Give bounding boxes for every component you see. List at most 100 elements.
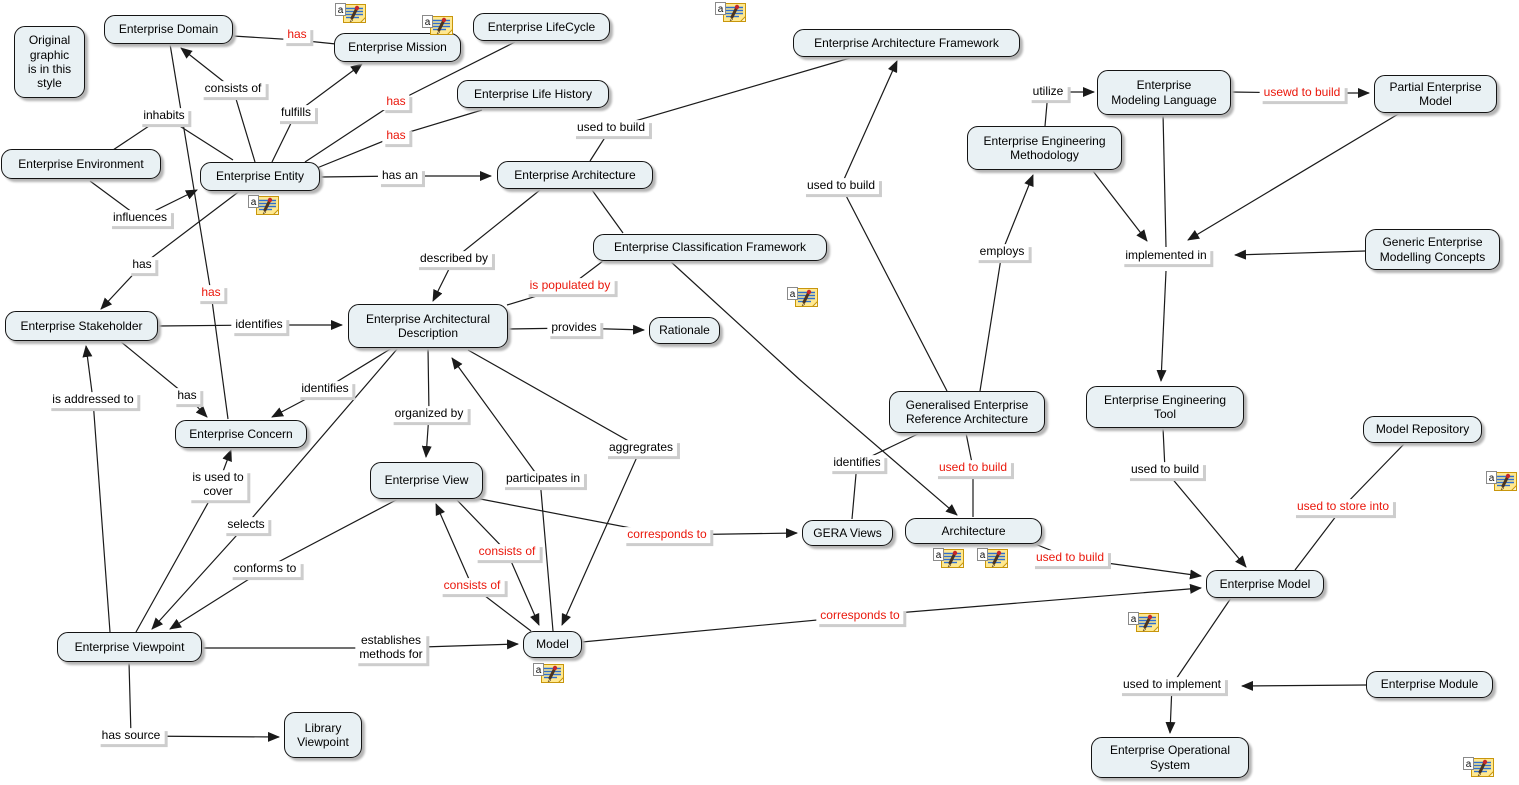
link-label-has-concern-red[interactable]: has — [197, 285, 225, 301]
link-label-used-to-store-into[interactable]: used to store into — [1292, 499, 1394, 515]
link-label-participates-in[interactable]: participates in — [501, 471, 585, 487]
annotation-note-icon[interactable]: a — [787, 287, 818, 308]
link-label-has-life-history[interactable]: has — [382, 128, 410, 144]
link-label-corresponds-to-em[interactable]: corresponds to — [816, 608, 904, 624]
link-partial-model-implemented-in — [1187, 112, 1401, 241]
link-label-is-used-to-cover[interactable]: is used to cover — [188, 470, 248, 500]
annotation-note-icon[interactable]: a — [335, 3, 366, 24]
node-enterprise-lifecycle[interactable]: Enterprise LifeCycle — [473, 13, 610, 41]
link-label-utilize[interactable]: utilize — [1028, 84, 1068, 100]
link-label-organized-by[interactable]: organized by — [390, 406, 468, 422]
link-label-consists-of-model[interactable]: consists of — [474, 544, 540, 560]
node-enterprise-operational-system[interactable]: Enterprise Operational System — [1091, 737, 1249, 778]
annotation-note-icon[interactable]: a — [422, 15, 453, 36]
link-label-has-concern[interactable]: has — [173, 388, 201, 404]
node-model-repository[interactable]: Model Repository — [1363, 416, 1482, 443]
annotation-note-icon[interactable]: a — [933, 548, 964, 569]
annotation-note-icon[interactable]: a — [977, 548, 1008, 569]
node-enterprise-entity[interactable]: Enterprise Entity — [200, 162, 320, 191]
link-label-used-to-build-eaf[interactable]: used to build — [572, 120, 650, 136]
link-label-employs[interactable]: employs — [975, 244, 1029, 260]
node-library-viewpoint[interactable]: Library Viewpoint — [284, 712, 362, 758]
link-label-selects[interactable]: selects — [223, 517, 269, 533]
link-label-establishes-methods-for[interactable]: establishes methods for — [355, 633, 427, 663]
link-implemented-in-engineering-tool — [1156, 270, 1167, 382]
svg-text:a: a — [338, 5, 344, 16]
node-enterprise-engineering-methodology[interactable]: Enterprise Engineering Methodology — [967, 126, 1122, 170]
node-enterprise-environment[interactable]: Enterprise Environment — [1, 149, 161, 179]
node-partial-enterprise-model[interactable]: Partial Enterprise Model — [1374, 75, 1497, 113]
link-label-used-to-build-em-red[interactable]: used to build — [1031, 550, 1109, 566]
node-enterprise-life-history[interactable]: Enterprise Life History — [457, 80, 609, 108]
svg-text:a: a — [718, 4, 724, 15]
svg-text:a: a — [790, 289, 796, 300]
svg-text:a: a — [536, 665, 542, 676]
link-label-implemented-in[interactable]: implemented in — [1121, 248, 1211, 264]
svg-text:a: a — [980, 550, 986, 561]
node-enterprise-model[interactable]: Enterprise Model — [1206, 570, 1324, 598]
link-methodology-implemented-in — [1092, 170, 1148, 242]
node-generic-enterprise-modelling-concepts[interactable]: Generic Enterprise Modelling Concepts — [1365, 229, 1500, 270]
node-enterprise-architecture-framework[interactable]: Enterprise Architecture Framework — [793, 29, 1020, 57]
node-generalised-enterprise-reference-architecture[interactable]: Generalised Enterprise Reference Archite… — [889, 391, 1045, 433]
node-enterprise-stakeholder[interactable]: Enterprise Stakeholder — [5, 311, 158, 341]
link-label-used-to-build-eaf-2[interactable]: used to build — [802, 178, 880, 194]
link-engineering-tool-used-to-build-model — [1162, 427, 1247, 568]
link-label-fulfills[interactable]: fulfills — [276, 105, 316, 121]
link-label-identifies-concern[interactable]: identifies — [297, 381, 353, 397]
link-label-influences[interactable]: influences — [108, 210, 172, 226]
node-enterprise-module[interactable]: Enterprise Module — [1366, 671, 1493, 698]
link-viewpoint-is-addressed-to-stakeholder — [82, 345, 111, 633]
node-enterprise-mission[interactable]: Enterprise Mission — [334, 33, 461, 62]
node-model[interactable]: Model — [523, 631, 582, 658]
link-label-inhabits[interactable]: inhabits — [139, 108, 189, 124]
link-label-is-populated-by[interactable]: is populated by — [525, 278, 615, 294]
link-domain-has-concern — [169, 43, 229, 420]
annotation-note-icon[interactable]: a — [1486, 471, 1517, 492]
svg-text:a: a — [1131, 614, 1137, 625]
link-label-corresponds-to-gera-views[interactable]: corresponds to — [623, 527, 711, 543]
node-architecture[interactable]: Architecture — [905, 518, 1042, 544]
node-enterprise-architecture[interactable]: Enterprise Architecture — [497, 161, 653, 189]
link-label-usewd-to-build[interactable]: usewd to build — [1259, 85, 1345, 101]
link-modeling-language-implemented-in — [1162, 112, 1167, 248]
link-label-used-to-build-em[interactable]: used to build — [1126, 462, 1204, 478]
node-enterprise-domain[interactable]: Enterprise Domain — [104, 15, 233, 44]
link-label-has-source[interactable]: has source — [97, 728, 165, 744]
link-label-consists-of[interactable]: consists of — [200, 81, 266, 97]
link-label-used-to-implement[interactable]: used to implement — [1118, 677, 1226, 693]
link-label-has-stakeholder[interactable]: has — [128, 257, 156, 273]
node-enterprise-concern[interactable]: Enterprise Concern — [175, 420, 307, 448]
node-style-note[interactable]: Original graphic is in this style — [14, 26, 85, 98]
annotation-note-icon[interactable]: a — [1128, 612, 1159, 633]
node-rationale[interactable]: Rationale — [649, 317, 720, 344]
node-enterprise-engineering-tool[interactable]: Enterprise Engineering Tool — [1086, 386, 1244, 428]
link-label-conforms-to[interactable]: conforms to — [229, 561, 301, 577]
link-concepts-implemented-in — [1234, 249, 1366, 260]
link-label-has-an[interactable]: has an — [377, 168, 423, 184]
link-label-identifies-gera-views[interactable]: identifies — [829, 455, 885, 471]
link-label-has-domain-mission[interactable]: has — [283, 27, 311, 43]
node-gera-views[interactable]: GERA Views — [802, 520, 893, 546]
link-label-used-to-build-architecture[interactable]: used to build — [934, 460, 1012, 476]
link-label-aggregrates[interactable]: aggregrates — [604, 440, 678, 456]
link-label-described-by[interactable]: described by — [415, 251, 493, 267]
node-enterprise-view[interactable]: Enterprise View — [370, 462, 483, 499]
link-viewpoint-has-source-library-viewpoint — [128, 661, 280, 742]
node-enterprise-architectural-description[interactable]: Enterprise Architectural Description — [348, 304, 508, 348]
annotation-note-icon[interactable]: a — [533, 663, 564, 684]
link-architecture-used-to-build-framework — [589, 57, 851, 162]
link-label-provides[interactable]: provides — [547, 320, 601, 336]
node-enterprise-classification-framework[interactable]: Enterprise Classification Framework — [593, 234, 827, 261]
link-architecture-described-by-description — [432, 189, 541, 302]
link-label-identifies-description[interactable]: identifies — [231, 317, 287, 333]
annotation-note-icon[interactable]: a — [1463, 757, 1494, 778]
node-enterprise-viewpoint[interactable]: Enterprise Viewpoint — [57, 632, 202, 662]
link-label-consists-of-view[interactable]: consists of — [439, 578, 505, 594]
annotation-note-icon[interactable]: a — [248, 195, 279, 216]
node-enterprise-modeling-language[interactable]: Enterprise Modeling Language — [1097, 70, 1231, 115]
link-label-has-lifecycle[interactable]: has — [382, 94, 410, 110]
annotation-note-icon[interactable]: a — [715, 2, 746, 23]
link-label-is-addressed-to[interactable]: is addressed to — [48, 392, 138, 408]
